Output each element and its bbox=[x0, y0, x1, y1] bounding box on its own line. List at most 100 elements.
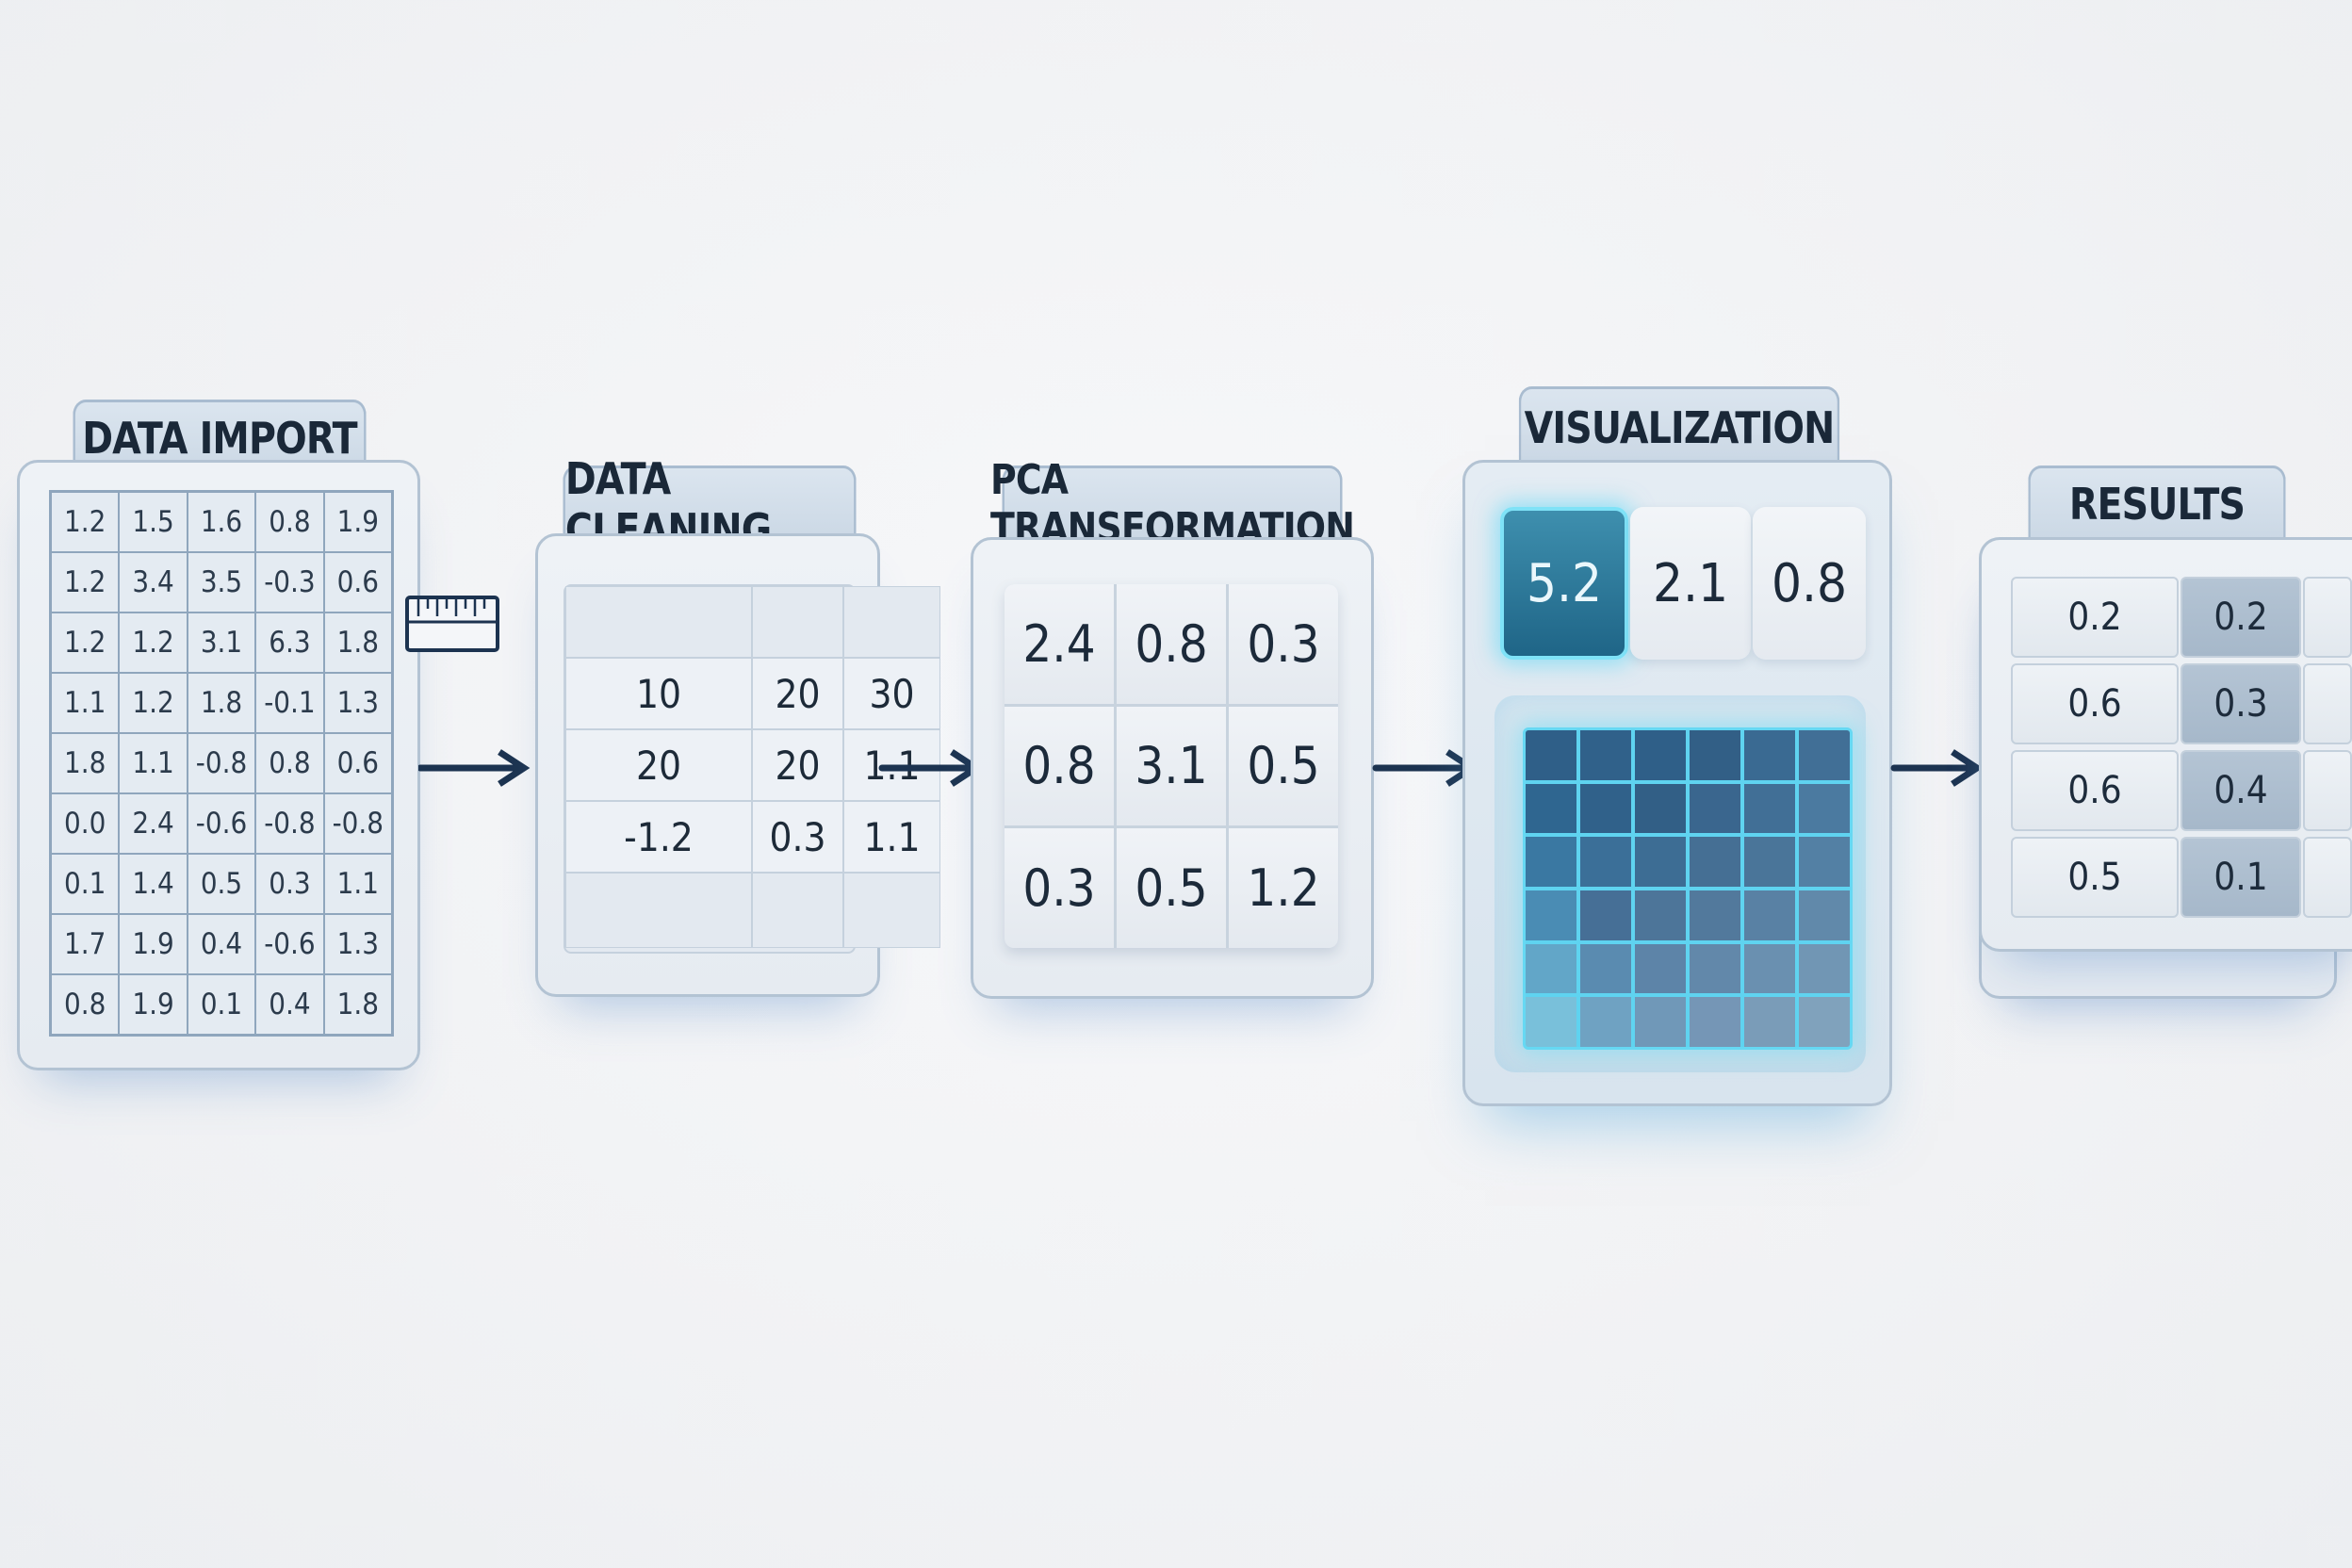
stage-title-data-cleaning: DATA CLEANING bbox=[563, 453, 857, 555]
empty-cell bbox=[843, 873, 940, 948]
heatmap-cell bbox=[1635, 997, 1686, 1047]
result-cell-cropped bbox=[2303, 750, 2352, 831]
heatmap-cell bbox=[1526, 730, 1576, 780]
table-cell: 1.1 bbox=[843, 801, 940, 873]
heatmap-cell bbox=[1526, 943, 1576, 994]
table-cell: 1.8 bbox=[51, 733, 120, 793]
heatmap-cell bbox=[1580, 997, 1631, 1047]
table-cell: 1.8 bbox=[323, 612, 392, 673]
matrix-cell: 0.8 bbox=[1117, 584, 1226, 704]
table-cell: 0.8 bbox=[51, 974, 120, 1035]
heatmap-cell bbox=[1690, 943, 1740, 994]
result-cell: 0.1 bbox=[2180, 837, 2301, 918]
result-cell: 0.6 bbox=[2011, 750, 2179, 831]
empty-cell bbox=[843, 586, 940, 658]
heatmap-cell bbox=[1744, 997, 1795, 1047]
heatmap-cell bbox=[1690, 783, 1740, 834]
table-cell: 1.2 bbox=[119, 673, 188, 733]
table-cell: 1.4 bbox=[119, 854, 188, 914]
table-cell: 0.4 bbox=[255, 974, 324, 1035]
table-cell: 1.8 bbox=[323, 974, 392, 1035]
heatmap-cell bbox=[1635, 837, 1686, 887]
table-cell: 1.1 bbox=[119, 733, 188, 793]
heatmap-cell bbox=[1690, 890, 1740, 940]
heatmap-cell bbox=[1526, 783, 1576, 834]
table-cell: 1.1 bbox=[51, 673, 120, 733]
heatmap-cell bbox=[1690, 837, 1740, 887]
flow-arrow bbox=[418, 749, 531, 787]
table-cell: 1.2 bbox=[119, 612, 188, 673]
matrix-cell: 0.8 bbox=[1004, 706, 1114, 826]
result-cell-cropped bbox=[2303, 837, 2352, 918]
heatmap-cell bbox=[1799, 890, 1850, 940]
heatmap-cell bbox=[1744, 730, 1795, 780]
heatmap-cell bbox=[1799, 730, 1850, 780]
heatmap-cell bbox=[1635, 730, 1686, 780]
table-cell: 0.6 bbox=[323, 552, 392, 612]
heatmap-cell bbox=[1526, 837, 1576, 887]
table-cell: -0.6 bbox=[255, 914, 324, 974]
heatmap bbox=[1523, 727, 1853, 1050]
table-cell: 0.4 bbox=[187, 914, 256, 974]
table-cell: 1.3 bbox=[323, 914, 392, 974]
result-cell: 0.2 bbox=[2180, 577, 2301, 658]
table-cell: -0.1 bbox=[255, 673, 324, 733]
table-cell: 1.2 bbox=[51, 612, 120, 673]
heatmap-cell bbox=[1744, 837, 1795, 887]
table-cell: 1.9 bbox=[323, 492, 392, 552]
heatmap-cell bbox=[1690, 997, 1740, 1047]
flow-arrow bbox=[1890, 749, 1984, 787]
heatmap-cell bbox=[1744, 783, 1795, 834]
heatmap-cell bbox=[1580, 783, 1631, 834]
table-cell: 1.9 bbox=[119, 974, 188, 1035]
heatmap-cell bbox=[1690, 730, 1740, 780]
eigenvalue-card[interactable]: 2.1 bbox=[1630, 507, 1751, 660]
table-cell: 2.4 bbox=[119, 793, 188, 854]
stage-title-visualization: VISUALIZATION bbox=[1518, 386, 1840, 466]
matrix-cell: 3.1 bbox=[1117, 706, 1226, 826]
table-cell: 0.0 bbox=[51, 793, 120, 854]
heatmap-cell bbox=[1799, 783, 1850, 834]
table-cell: 20 bbox=[752, 729, 843, 801]
table-cell: 1.9 bbox=[119, 914, 188, 974]
matrix-cell: 0.3 bbox=[1004, 828, 1114, 948]
table-cell: 0.8 bbox=[255, 733, 324, 793]
table-cell: 1.7 bbox=[51, 914, 120, 974]
stage-title-pca: PCA TRANSFORMATION bbox=[990, 455, 1355, 552]
table-cell: -1.2 bbox=[565, 801, 752, 873]
matrix-cell: 0.5 bbox=[1117, 828, 1226, 948]
table-cell: 0.1 bbox=[187, 974, 256, 1035]
result-cell: 0.3 bbox=[2180, 663, 2301, 744]
heatmap-cell bbox=[1526, 997, 1576, 1047]
heatmap-cell bbox=[1635, 783, 1686, 834]
eigenvalue-card-highlighted[interactable]: 5.2 bbox=[1500, 507, 1628, 660]
table-cell: 1.5 bbox=[119, 492, 188, 552]
matrix-cell: 2.4 bbox=[1004, 584, 1114, 704]
table-cell: -0.8 bbox=[323, 793, 392, 854]
empty-cell bbox=[565, 873, 752, 948]
table-cell: 1.3 bbox=[323, 673, 392, 733]
heatmap-cell bbox=[1799, 997, 1850, 1047]
heatmap-cell bbox=[1635, 890, 1686, 940]
eigenvalue-card[interactable]: 0.8 bbox=[1753, 507, 1866, 660]
stage-title-results: RESULTS bbox=[2028, 466, 2286, 539]
table-cell: -0.8 bbox=[255, 793, 324, 854]
result-cell: 0.5 bbox=[2011, 837, 2179, 918]
result-cell-cropped bbox=[2303, 663, 2352, 744]
result-cell: 0.2 bbox=[2011, 577, 2179, 658]
table-cell: 20 bbox=[752, 658, 843, 729]
heatmap-cell bbox=[1580, 730, 1631, 780]
matrix-cell: 0.5 bbox=[1229, 706, 1338, 826]
table-cell: 0.3 bbox=[752, 801, 843, 873]
table-cell: 20 bbox=[565, 729, 752, 801]
matrix-cell: 0.3 bbox=[1229, 584, 1338, 704]
table-cell: 0.5 bbox=[187, 854, 256, 914]
ruler-icon bbox=[405, 596, 499, 652]
matrix-cell: 1.2 bbox=[1229, 828, 1338, 948]
table-cell: 3.1 bbox=[187, 612, 256, 673]
empty-cell bbox=[565, 586, 752, 658]
table-cell: 1.1 bbox=[323, 854, 392, 914]
result-cell: 0.4 bbox=[2180, 750, 2301, 831]
table-cell: -0.6 bbox=[187, 793, 256, 854]
